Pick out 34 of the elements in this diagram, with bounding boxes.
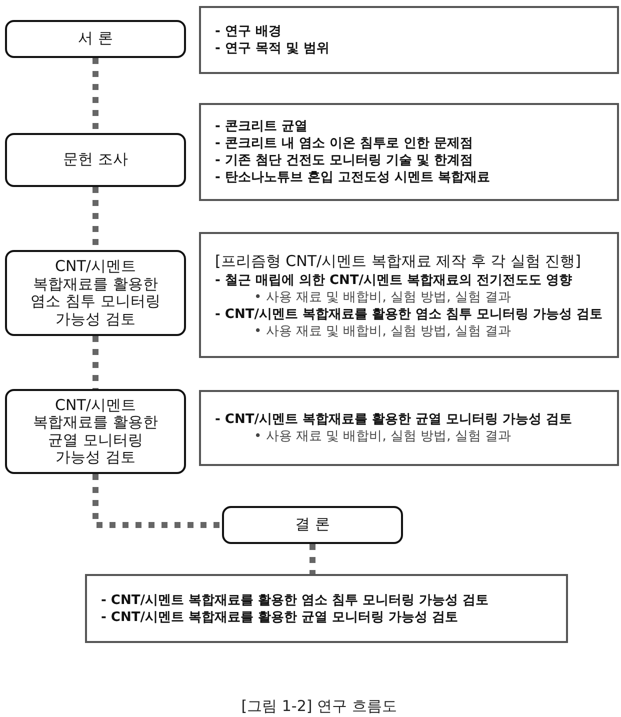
process-box <box>5 20 186 58</box>
list-item: - 기존 첨단 건전도 모니터링 기술 및 한계점 <box>215 152 474 169</box>
list-item: - 연구 배경 <box>215 23 282 40</box>
list-item: - 철근 매립에 의한 CNT/시멘트 복합재료의 전기전도도 영향 <box>215 272 572 288</box>
box-label: 문헌 조사 <box>63 151 128 169</box>
description-panel <box>199 232 619 358</box>
list-item: - 연구 목적 및 범위 <box>215 40 330 57</box>
sub-item: • 사용 재료 및 배합비, 실험 방법, 실험 결과 <box>254 428 511 445</box>
box-label: CNT/시멘트 복합재료를 활용한 균열 모니터링 가능성 검토 <box>32 396 159 466</box>
process-box <box>5 133 186 187</box>
list-item: - 콘크리트 내 염소 이온 침투로 인한 문제점 <box>215 135 474 152</box>
sub-item: • 사용 재료 및 배합비, 실험 방법, 실험 결과 <box>254 322 511 340</box>
description-panel <box>199 390 619 466</box>
box-label: CNT/시멘트 복합재료를 활용한 염소 침투 모니터링 가능성 검토 <box>30 258 162 328</box>
sub-item: • 사용 재료 및 배합비, 실험 방법, 실험 결과 <box>254 288 511 306</box>
process-box <box>5 250 186 336</box>
list-item: - CNT/시멘트 복합재료를 활용한 균열 모니터링 가능성 검토 <box>215 411 572 428</box>
list-item: - CNT/시멘트 복합재료를 활용한 염소 침투 모니터링 가능성 검토 <box>101 592 489 608</box>
description-panel <box>199 6 619 74</box>
list-item: - 콘크리트 균열 <box>215 118 308 135</box>
process-box <box>222 506 403 544</box>
dotted-connector <box>92 474 222 528</box>
list-item: - CNT/시멘트 복합재료를 활용한 균열 모니터링 가능성 검토 <box>101 608 458 626</box>
list-item: - 탄소나노튜브 혼입 고전도성 시멘트 복합재료 <box>215 169 490 186</box>
list-item: - CNT/시멘트 복합재료를 활용한 염소 침투 모니터링 가능성 검토 <box>215 306 603 322</box>
process-box <box>5 389 186 474</box>
box-label: 결 론 <box>295 516 330 534</box>
dotted-connector <box>92 336 98 389</box>
description-panel <box>199 103 619 201</box>
dotted-connector <box>310 544 316 574</box>
box-label: 서 론 <box>78 30 113 48</box>
figure-caption: [그림 1-2] 연구 흐름도 <box>241 697 397 716</box>
panel-heading: [프리즘형 CNT/시멘트 복합재료 제작 후 각 실험 진행] <box>215 250 581 270</box>
description-panel <box>85 574 568 643</box>
